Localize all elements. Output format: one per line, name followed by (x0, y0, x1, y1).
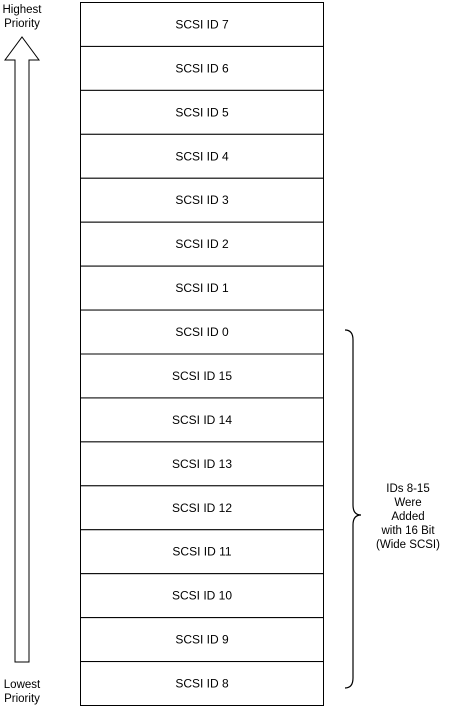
scsi-id-box-frame (80, 221, 324, 267)
scsi-id-box: SCSI ID 14 (80, 397, 324, 443)
wide-scsi-note-line-2: Were (394, 497, 421, 509)
priority-arrow (4, 36, 40, 663)
scsi-id-stack: SCSI ID 7 SCSI ID 6 SCSI ID 5 SCSI ID 4 SCSI… (80, 2, 324, 706)
scsi-id-box: SCSI ID 5 (80, 89, 324, 135)
scsi-id-label: SCSI ID 15 (172, 369, 232, 383)
scsi-id-box-frame (80, 441, 324, 487)
lowest-priority-line-2: Priority (4, 693, 40, 705)
scsi-id-label: SCSI ID 3 (175, 193, 229, 207)
scsi-id-box: SCSI ID 6 (80, 45, 324, 91)
scsi-id-label: SCSI ID 12 (172, 501, 232, 515)
scsi-id-label: SCSI ID 0 (175, 325, 229, 339)
scsi-id-box-frame (80, 309, 324, 355)
scsi-id-box-frame (80, 2, 324, 47)
lowest-priority-line-1: Lowest (4, 679, 41, 691)
scsi-id-box: SCSI ID 1 (80, 265, 324, 311)
wide-scsi-note-line-3: Added (391, 511, 424, 523)
scsi-id-box-frame (80, 177, 324, 223)
scsi-id-box: SCSI ID 4 (80, 133, 324, 179)
wide-scsi-note-line-5: (Wide SCSI) (376, 539, 440, 551)
scsi-id-box: SCSI ID 12 (80, 485, 324, 531)
scsi-id-box-frame (80, 573, 324, 619)
scsi-id-box: SCSI ID 0 (80, 309, 324, 355)
wide-scsi-note-line-4: with 16 Bit (380, 525, 435, 537)
scsi-id-label: SCSI ID 11 (172, 545, 231, 559)
scsi-id-box: SCSI ID 11 (80, 529, 324, 575)
wide-scsi-brace (344, 329, 362, 689)
highest-priority-line-1: Highest (3, 4, 43, 16)
scsi-id-label: SCSI ID 6 (175, 61, 229, 75)
scsi-id-box: SCSI ID 9 (80, 617, 324, 663)
scsi-id-box: SCSI ID 7 (80, 2, 324, 47)
wide-scsi-note: IDs 8-15 Were Added with 16 Bit (Wide SC… (376, 483, 440, 551)
scsi-id-box-frame (80, 397, 324, 443)
scsi-id-label: SCSI ID 13 (172, 457, 232, 471)
scsi-id-label: SCSI ID 14 (172, 413, 232, 427)
wide-scsi-note-line-1: IDs 8-15 (386, 483, 429, 495)
scsi-id-label: SCSI ID 5 (175, 105, 229, 119)
scsi-id-box: SCSI ID 2 (80, 221, 324, 267)
scsi-id-label: SCSI ID 2 (175, 237, 229, 251)
scsi-id-label: SCSI ID 9 (175, 633, 229, 647)
scsi-id-box: SCSI ID 13 (80, 441, 324, 487)
scsi-id-label: SCSI ID 8 (175, 677, 229, 691)
scsi-id-label: SCSI ID 7 (175, 17, 229, 31)
scsi-id-box-frame (80, 133, 324, 179)
scsi-id-box: SCSI ID 8 (80, 661, 324, 706)
highest-priority-label: Highest Priority (3, 4, 43, 30)
scsi-id-box-frame (80, 485, 324, 531)
highest-priority-line-2: Priority (4, 18, 40, 30)
scsi-id-box: SCSI ID 3 (80, 177, 324, 223)
scsi-id-box-frame (80, 45, 324, 91)
scsi-id-box-frame (80, 89, 324, 135)
lowest-priority-label: Lowest Priority (4, 679, 41, 705)
scsi-id-label: SCSI ID 10 (172, 589, 232, 603)
scsi-id-label: SCSI ID 4 (175, 149, 229, 163)
scsi-id-box: SCSI ID 10 (80, 573, 324, 619)
scsi-id-box-frame (80, 617, 324, 663)
scsi-id-label: SCSI ID 1 (175, 281, 229, 295)
scsi-id-box-frame (80, 529, 324, 575)
scsi-id-box: SCSI ID 15 (80, 353, 324, 399)
scsi-id-box-frame (80, 661, 324, 706)
